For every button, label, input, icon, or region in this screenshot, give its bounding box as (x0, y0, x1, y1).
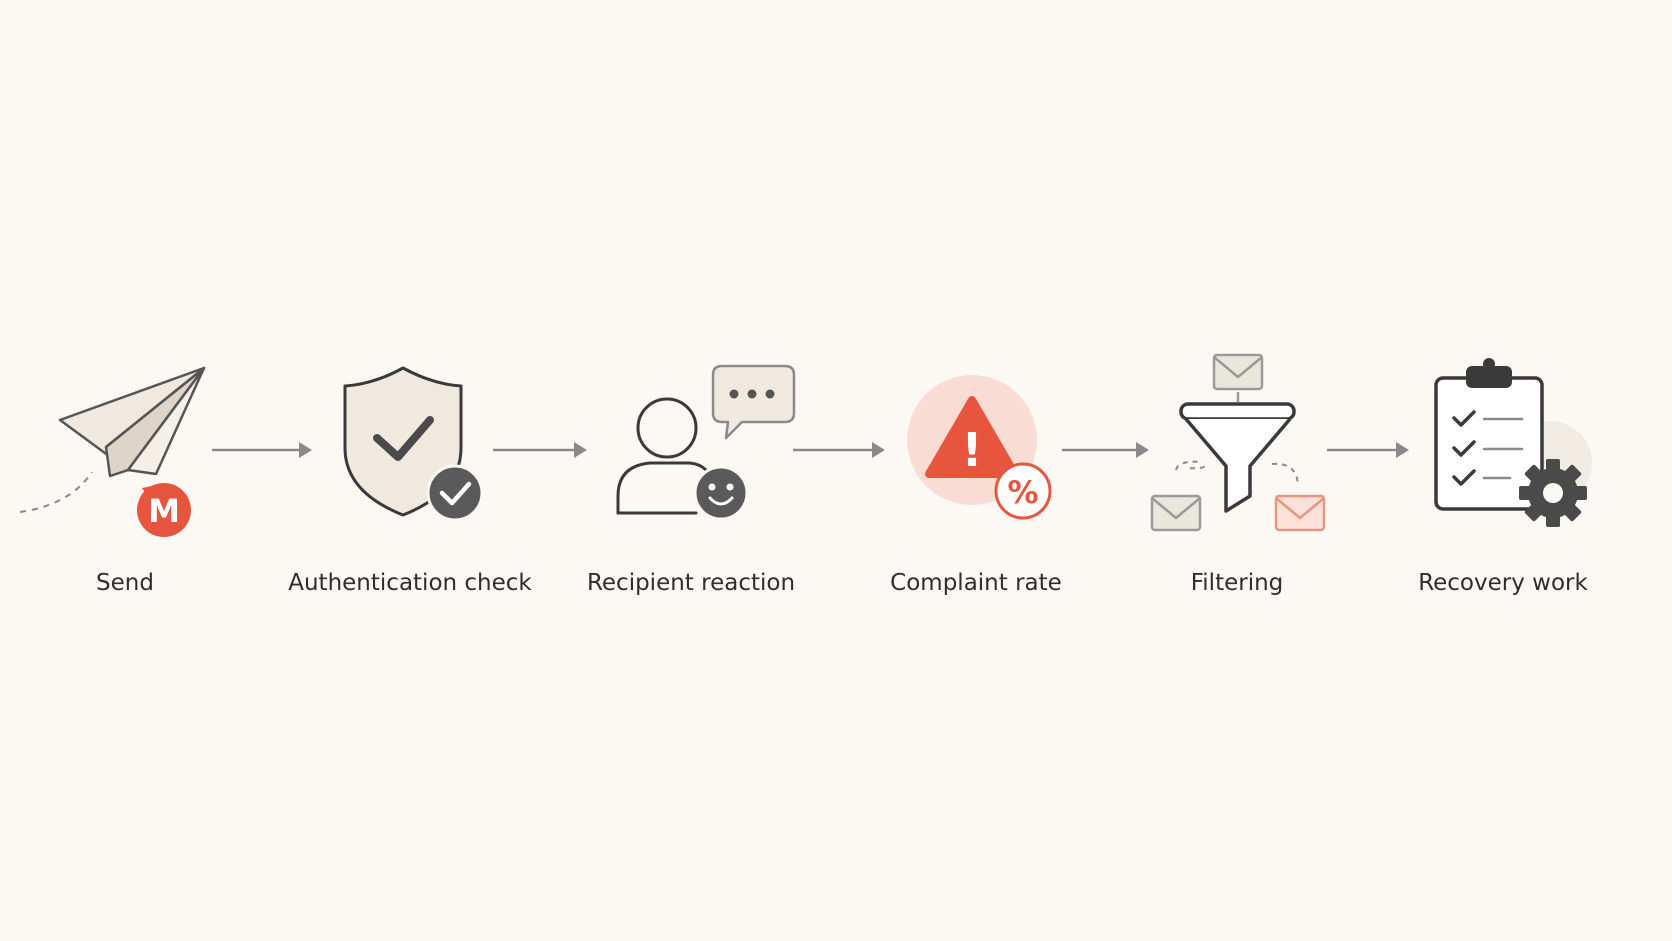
person-icon (616, 397, 708, 515)
paper-plane-icon (19, 366, 206, 513)
warning-triangle-icon: ! (925, 396, 1019, 478)
checkmark-badge-icon (426, 464, 484, 522)
step-label-recovery-work: Recovery work (1418, 570, 1588, 596)
mail-logo-letter: M (148, 492, 180, 530)
funnel-icon (1179, 402, 1296, 513)
flow-arrow (212, 442, 312, 458)
step-label-recipient-reaction: Recipient reaction (587, 570, 795, 596)
clipboard-checklist-icon (1434, 358, 1544, 511)
envelope-icon (1150, 494, 1202, 532)
step-recovery-work: Recovery work (1418, 358, 1592, 596)
smiley-icon (693, 465, 749, 521)
step-label-send: Send (96, 570, 154, 596)
alert-exclamation: ! (962, 423, 983, 477)
flow-arrow (1062, 442, 1149, 458)
speech-bubble-icon (711, 364, 796, 440)
step-label-complaint-rate: Complaint rate (890, 570, 1062, 596)
step-authentication-check: Authentication check (288, 366, 532, 596)
step-label-filtering: Filtering (1191, 570, 1284, 596)
step-label-authentication-check: Authentication check (288, 570, 532, 596)
envelope-icon (1274, 494, 1326, 532)
envelope-icon (1212, 353, 1264, 402)
flow-arrow (1327, 442, 1409, 458)
percent-badge-icon: % (994, 462, 1052, 520)
mail-logo-icon: M (137, 483, 191, 537)
step-filtering: Filtering (1150, 353, 1326, 596)
step-recipient-reaction: Recipient reaction (587, 364, 796, 596)
flow-arrow (493, 442, 587, 458)
flow-arrow (793, 442, 885, 458)
step-complaint-rate: ! % Complaint rate (890, 375, 1062, 596)
percent-symbol: % (1007, 475, 1038, 511)
step-send: M Send (19, 366, 206, 596)
gear-icon (1519, 459, 1587, 527)
